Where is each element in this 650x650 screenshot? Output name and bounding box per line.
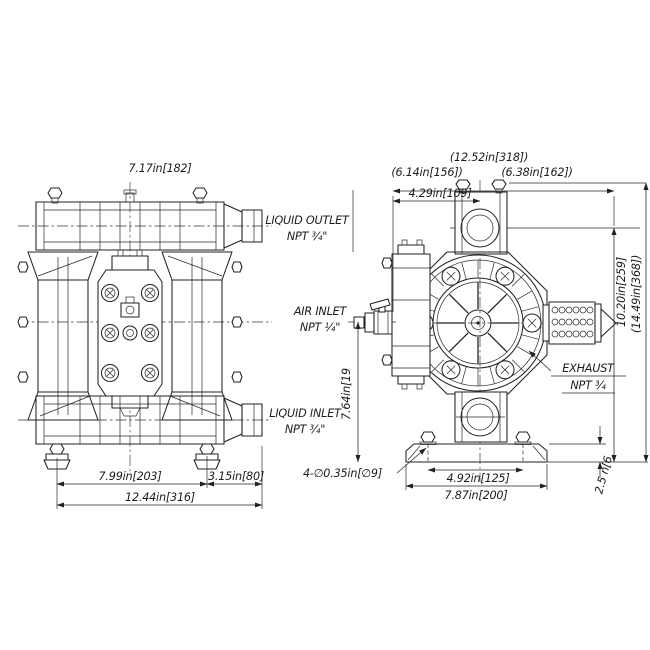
- bolt-icon: [192, 187, 208, 199]
- bolt-icon: [231, 261, 243, 273]
- dim-front-foot-span: 7.99in[203]: [99, 470, 162, 483]
- dim-side-base-width: 7.87in[200]: [445, 489, 508, 502]
- front-top-manifold: [35, 187, 263, 251]
- bolt-icon: [381, 354, 393, 366]
- dim-side-height: 10.20in[259]: [615, 257, 628, 327]
- bolt-icon: [17, 371, 29, 383]
- side-view: (12.52in[318]) (6.14in[156]) (6.38in[162…: [303, 151, 649, 502]
- dim-side-holes: 4-∅0.35in[∅9]: [303, 467, 382, 480]
- bolt-icon: [515, 431, 531, 443]
- front-view: 7.17in[182] 7.99in[203] 3.15in[80] 12.44…: [17, 162, 354, 509]
- dim-side-overall-height: (14.49in[368]): [630, 255, 643, 333]
- side-dimensions: (12.52in[318]) (6.14in[156]) (6.38in[162…: [303, 151, 649, 502]
- bolt-icon: [17, 261, 29, 273]
- label-liquid-outlet: LIQUID OUTLET: [265, 214, 350, 227]
- label-liquid-inlet: LIQUID INLET: [269, 407, 342, 420]
- side-top-port: [454, 179, 508, 255]
- chamber-spokes: [437, 282, 519, 364]
- label-liquid-inlet-npt: NPT ¾": [285, 423, 325, 436]
- bolt-icon: [17, 316, 29, 328]
- bolt-icon: [47, 187, 63, 199]
- front-center-body: [97, 249, 163, 417]
- exhaust-muffler: [542, 301, 617, 345]
- dim-front-width: 7.17in[182]: [129, 162, 192, 175]
- front-left-chamber: [17, 251, 99, 421]
- label-exhaust-npt: NPT ¾: [570, 379, 606, 392]
- front-dimensions: 7.17in[182] 7.99in[203] 3.15in[80] 12.44…: [56, 162, 264, 509]
- bolt-icon: [231, 316, 243, 328]
- side-air-valve: [381, 239, 431, 390]
- side-bottom-port: [454, 391, 508, 443]
- front-bottom-manifold: [35, 395, 263, 445]
- dim-front-port-offset: 3.15in[80]: [208, 470, 264, 483]
- front-feet: [43, 443, 221, 470]
- bolt-icon: [381, 257, 393, 269]
- bolt-icon: [491, 179, 507, 190]
- label-air-inlet-npt: NPT ¼": [300, 321, 340, 334]
- bolt-icon: [199, 443, 215, 455]
- dim-side-air-height: 7.64in[19: [340, 368, 353, 420]
- port-labels: LIQUID OUTLET NPT ¾" AIR INLET NPT ¼" LI…: [265, 214, 626, 436]
- dim-side-port-span: 4.29in[109]: [409, 187, 472, 200]
- muffler-perforations: [551, 306, 594, 338]
- label-air-inlet: AIR INLET: [293, 305, 348, 318]
- label-exhaust: EXHAUST: [562, 362, 615, 375]
- dim-side-right-width: (6.38in[162]): [501, 166, 572, 179]
- center-bolts: [100, 283, 160, 383]
- dim-side-base-height: 2.5 n[6: [592, 455, 615, 496]
- front-right-chamber: [161, 251, 243, 421]
- dim-front-overall: 12.44in[316]: [125, 491, 195, 504]
- air-inlet-fitting: [348, 298, 396, 335]
- bolt-icon: [420, 431, 436, 443]
- label-liquid-outlet-npt: NPT ¾": [287, 230, 327, 243]
- chamber-bolts: [414, 266, 542, 380]
- bolt-icon: [231, 371, 243, 383]
- dim-side-foot-span: 4.92in[125]: [447, 472, 510, 485]
- dim-side-overall-width: (12.52in[318]): [450, 151, 528, 164]
- bolt-icon: [49, 443, 65, 455]
- dim-side-left-width: (6.14in[156]): [391, 166, 462, 179]
